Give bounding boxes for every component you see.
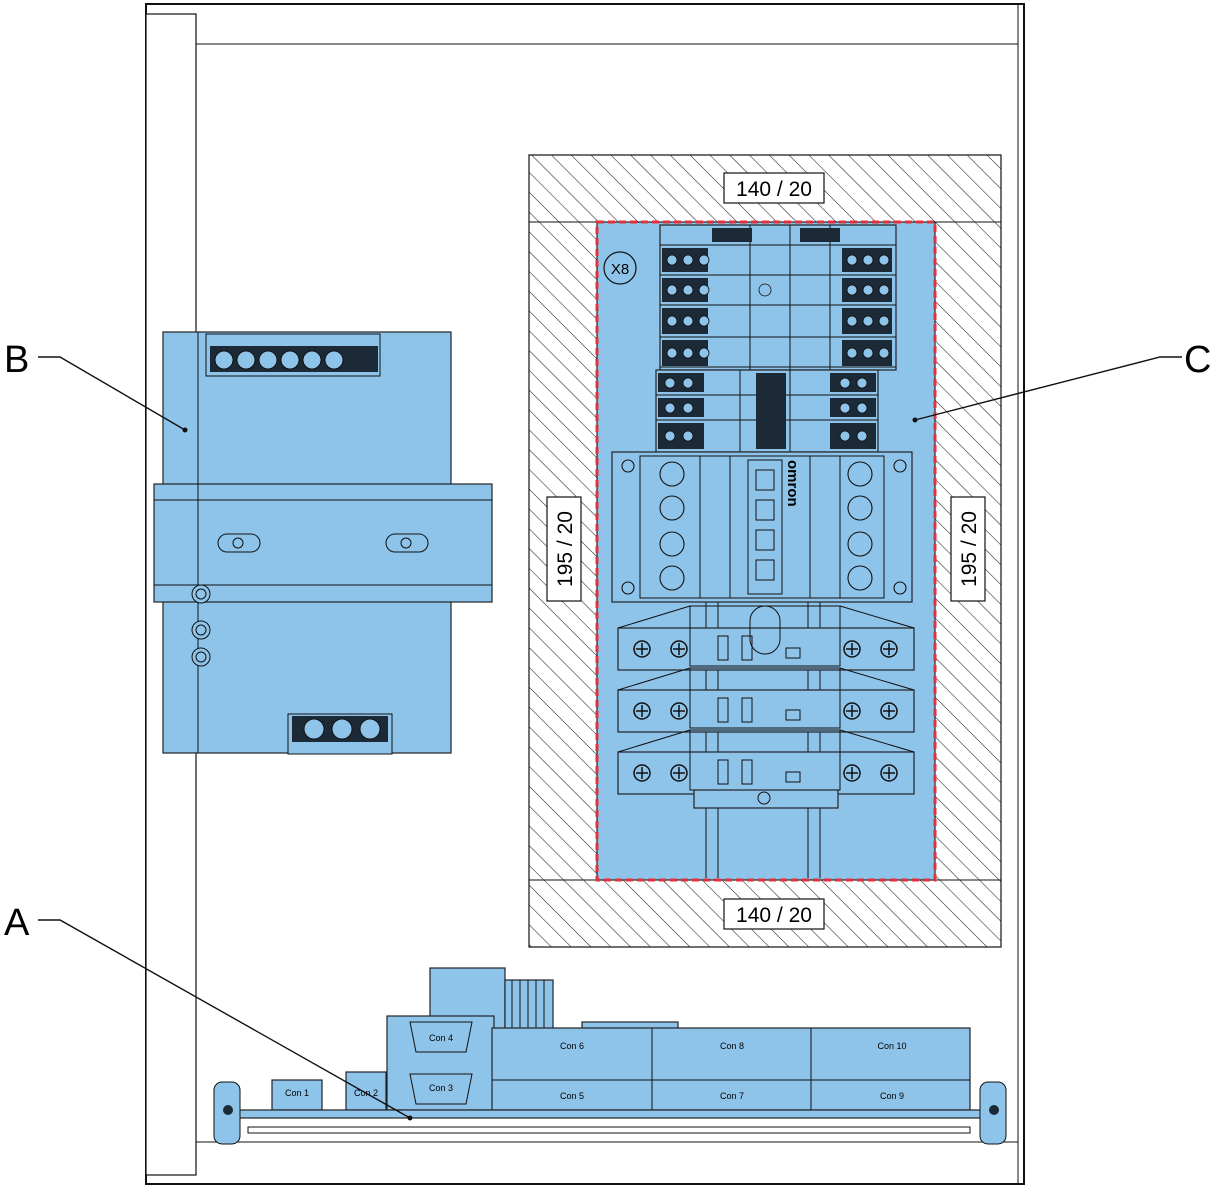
callout-b: B xyxy=(4,339,29,381)
mounting-slots xyxy=(217,533,429,553)
connector-label-con7: Con 7 xyxy=(720,1091,744,1101)
mounting-rail xyxy=(213,1081,1007,1145)
clearance-right-label: 195 / 20 xyxy=(958,511,981,587)
relay-base-row-3 xyxy=(617,729,915,809)
terminal-strip-upper xyxy=(659,224,897,371)
component-a-controller-board: Con 1 Con 2 Con 3 Con 4 Con 5 Con 6 Con … xyxy=(213,967,1007,1145)
connector-label-con10: Con 10 xyxy=(877,1041,906,1051)
bottom-terminal-connector xyxy=(287,713,393,755)
clearance-labels: 140 / 20 140 / 20 195 / 20 195 / 20 xyxy=(546,172,986,930)
connector-label-con5: Con 5 xyxy=(560,1091,584,1101)
connector-label-con6: Con 6 xyxy=(560,1041,584,1051)
terminal-block-tag-text: X8 xyxy=(611,261,629,278)
relay-block: omron xyxy=(611,451,913,603)
connector-label-con4: Con 4 xyxy=(429,1033,453,1043)
screw-terminals xyxy=(633,640,898,782)
dsub-connector-con4 xyxy=(409,1021,473,1053)
component-b-power-supply xyxy=(153,331,493,755)
callout-c: C xyxy=(1184,339,1211,381)
relay-base-row-2 xyxy=(617,667,915,733)
terminal-strip-lower xyxy=(655,369,879,453)
connector-label-con3: Con 3 xyxy=(429,1083,453,1093)
clearance-bottom-label: 140 / 20 xyxy=(736,904,812,927)
top-terminal-connector xyxy=(205,333,381,377)
terminal-block-tag: X8 xyxy=(603,251,637,285)
callout-a: A xyxy=(4,902,30,944)
relay-base-row-1 xyxy=(617,605,915,671)
dsub-connector-con3 xyxy=(409,1073,473,1105)
callout-leaders xyxy=(38,356,1182,1121)
component-c-highlight xyxy=(595,220,937,882)
adjust-potentiometers xyxy=(191,584,211,667)
clearance-top-label: 140 / 20 xyxy=(736,178,812,201)
connector-label-con1: Con 1 xyxy=(285,1088,309,1098)
connector-label-con8: Con 8 xyxy=(720,1041,744,1051)
component-c-terminal-assembly: omron xyxy=(603,224,915,878)
brand-mark: omron xyxy=(784,460,801,507)
clearance-left-label: 195 / 20 xyxy=(554,511,577,587)
connector-label-con9: Con 9 xyxy=(880,1091,904,1101)
